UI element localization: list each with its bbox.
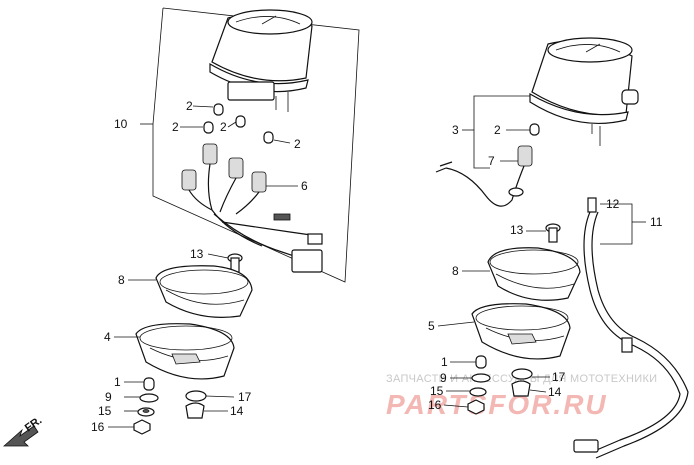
left-case-8 [155,265,253,318]
left-leader-lines [108,105,298,428]
callout-2: 2 [186,99,193,113]
speedometer-cable [573,197,689,459]
left-callouts: 2 2 2 2 10 6 13 8 4 1 9 15 16 17 14 [91,99,308,434]
callout-12: 12 [606,197,620,211]
callout-9: 9 [440,371,447,385]
callout-1: 1 [441,355,448,369]
callout-1: 1 [114,375,121,389]
callout-13: 13 [190,247,204,261]
callout-2: 2 [172,120,179,134]
watermark: ЗАПЧАСТИ И АКСЕССУАРЫ ДЛЯ МОТОТЕХНИКИ PA… [386,373,657,420]
callout-4: 4 [104,330,111,344]
callout-8: 8 [118,273,125,287]
left-screw-13 [227,253,243,273]
callout-8: 8 [452,264,459,278]
left-cover-4 [135,323,235,380]
left-assembly-bracket [140,7,360,283]
right-leader-lines [437,129,550,408]
front-direction-arrow: FR. [2,414,44,447]
callout-17: 17 [238,390,252,404]
callout-14: 14 [548,385,562,399]
left-wire-harness [181,143,323,273]
left-bulbs [203,103,274,144]
callout-14: 14 [230,404,244,418]
right-cover-5 [471,303,571,360]
callout-15: 15 [98,404,112,418]
callout-16: 16 [428,398,442,412]
callout-17: 17 [552,370,566,384]
right-bulb-socket [435,123,540,207]
callout-16: 16 [91,420,105,434]
right-meter-housing [529,37,639,146]
right-case-8 [487,247,581,301]
callout-7: 7 [488,154,495,168]
callout-13: 13 [510,223,524,237]
right-small-parts [467,355,533,415]
watermark-logo: PARTSFOR.RU [386,389,608,420]
right-bracket-11 [600,203,646,245]
callout-2: 2 [494,123,501,137]
callout-10: 10 [114,117,128,131]
callout-5: 5 [428,319,435,333]
left-meter-housing [209,9,313,112]
callout-11: 11 [650,215,663,229]
callout-6: 6 [301,179,308,193]
callout-2: 2 [294,137,301,151]
right-bracket-3 [462,95,530,169]
callout-15: 15 [430,384,444,398]
callout-9: 9 [105,390,112,404]
right-callouts: 2 3 7 13 8 5 1 9 15 16 17 14 12 11 [428,123,663,412]
callout-2: 2 [220,120,227,134]
right-screw-13 [545,223,561,243]
left-small-parts [133,377,207,435]
callout-3: 3 [452,123,459,137]
